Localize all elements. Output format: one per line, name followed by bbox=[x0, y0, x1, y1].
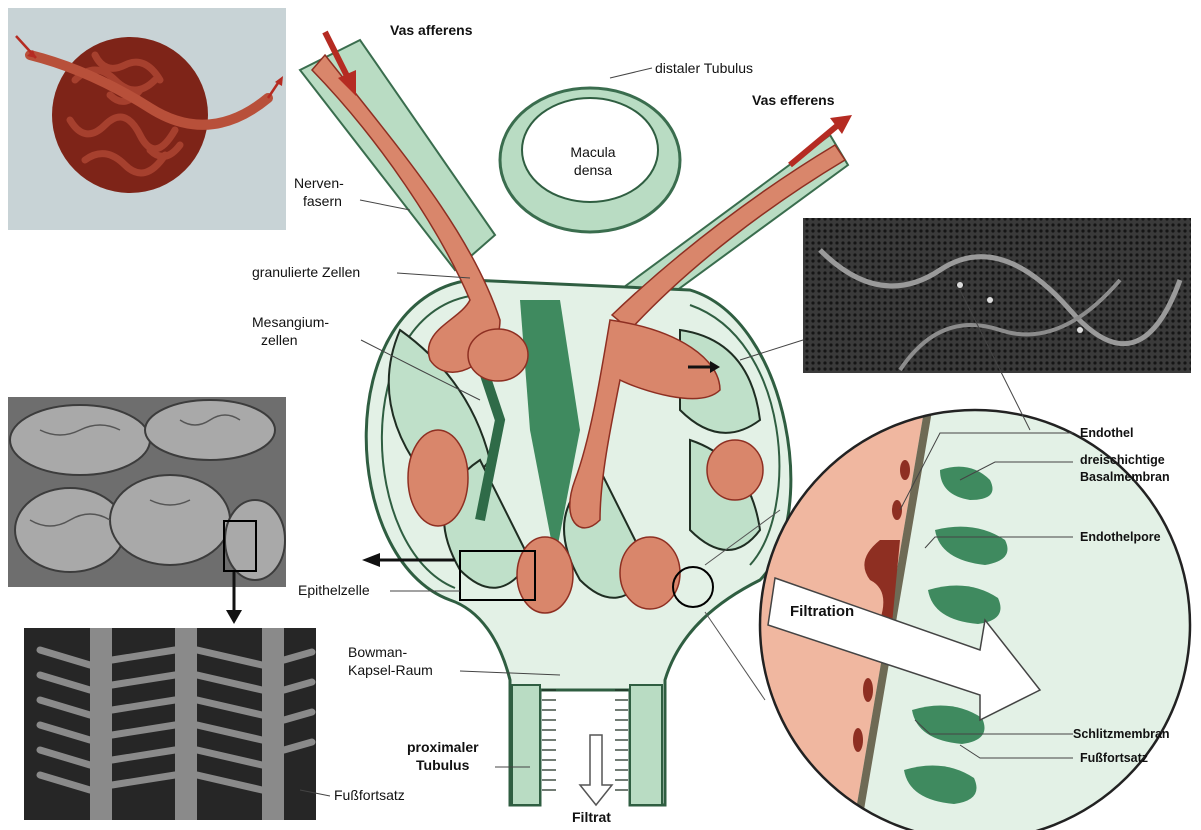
filtrat-arrow bbox=[580, 735, 612, 805]
endothel-label: Endothel bbox=[1080, 425, 1133, 442]
endothelium-sem-photo bbox=[803, 218, 1191, 373]
fussfortsatz-left-label: Fußfortsatz bbox=[334, 787, 405, 804]
distaler-tubulus-label: distaler Tubulus bbox=[655, 60, 753, 77]
mesangium-label-line1: Mesangium- bbox=[252, 314, 329, 331]
vas-afferens-label: Vas afferens bbox=[390, 22, 473, 39]
schlitzmembran-label: Schlitzmembran bbox=[1073, 726, 1170, 743]
fussfortsatz-right-label: Fußfortsatz bbox=[1080, 750, 1148, 767]
filtration-label: Filtration bbox=[790, 603, 854, 620]
filtrat-label: Filtrat bbox=[572, 809, 611, 826]
vas-efferens-label: Vas efferens bbox=[752, 92, 835, 109]
glomerulus-cast-photo bbox=[8, 8, 286, 230]
proximaler-label-line2: Tubulus bbox=[416, 757, 469, 774]
proximaler-label-line1: proximaler bbox=[407, 739, 479, 756]
bowman-label-line2: Kapsel-Raum bbox=[348, 662, 433, 679]
podocyte-sem-photo bbox=[8, 397, 286, 587]
epithelzelle-label: Epithelzelle bbox=[298, 582, 370, 599]
bowman-label-line1: Bowman- bbox=[348, 644, 407, 661]
basalmembran-label-line2: Basalmembran bbox=[1080, 469, 1170, 486]
endothelpore-label: Endothelpore bbox=[1080, 529, 1161, 546]
mesangium-label-line2: zellen bbox=[261, 332, 298, 349]
granulierte-zellen-label: granulierte Zellen bbox=[252, 264, 360, 281]
nervenfasern-label-line2: fasern bbox=[303, 193, 342, 210]
nervenfasern-label-line1: Nerven- bbox=[294, 175, 344, 192]
macula-densa-label-line1: Macula bbox=[565, 144, 621, 161]
foot-process-sem-photo bbox=[24, 628, 316, 820]
macula-densa-label-line2: densa bbox=[565, 162, 621, 179]
basalmembran-label-line1: dreischichtige bbox=[1080, 452, 1165, 469]
